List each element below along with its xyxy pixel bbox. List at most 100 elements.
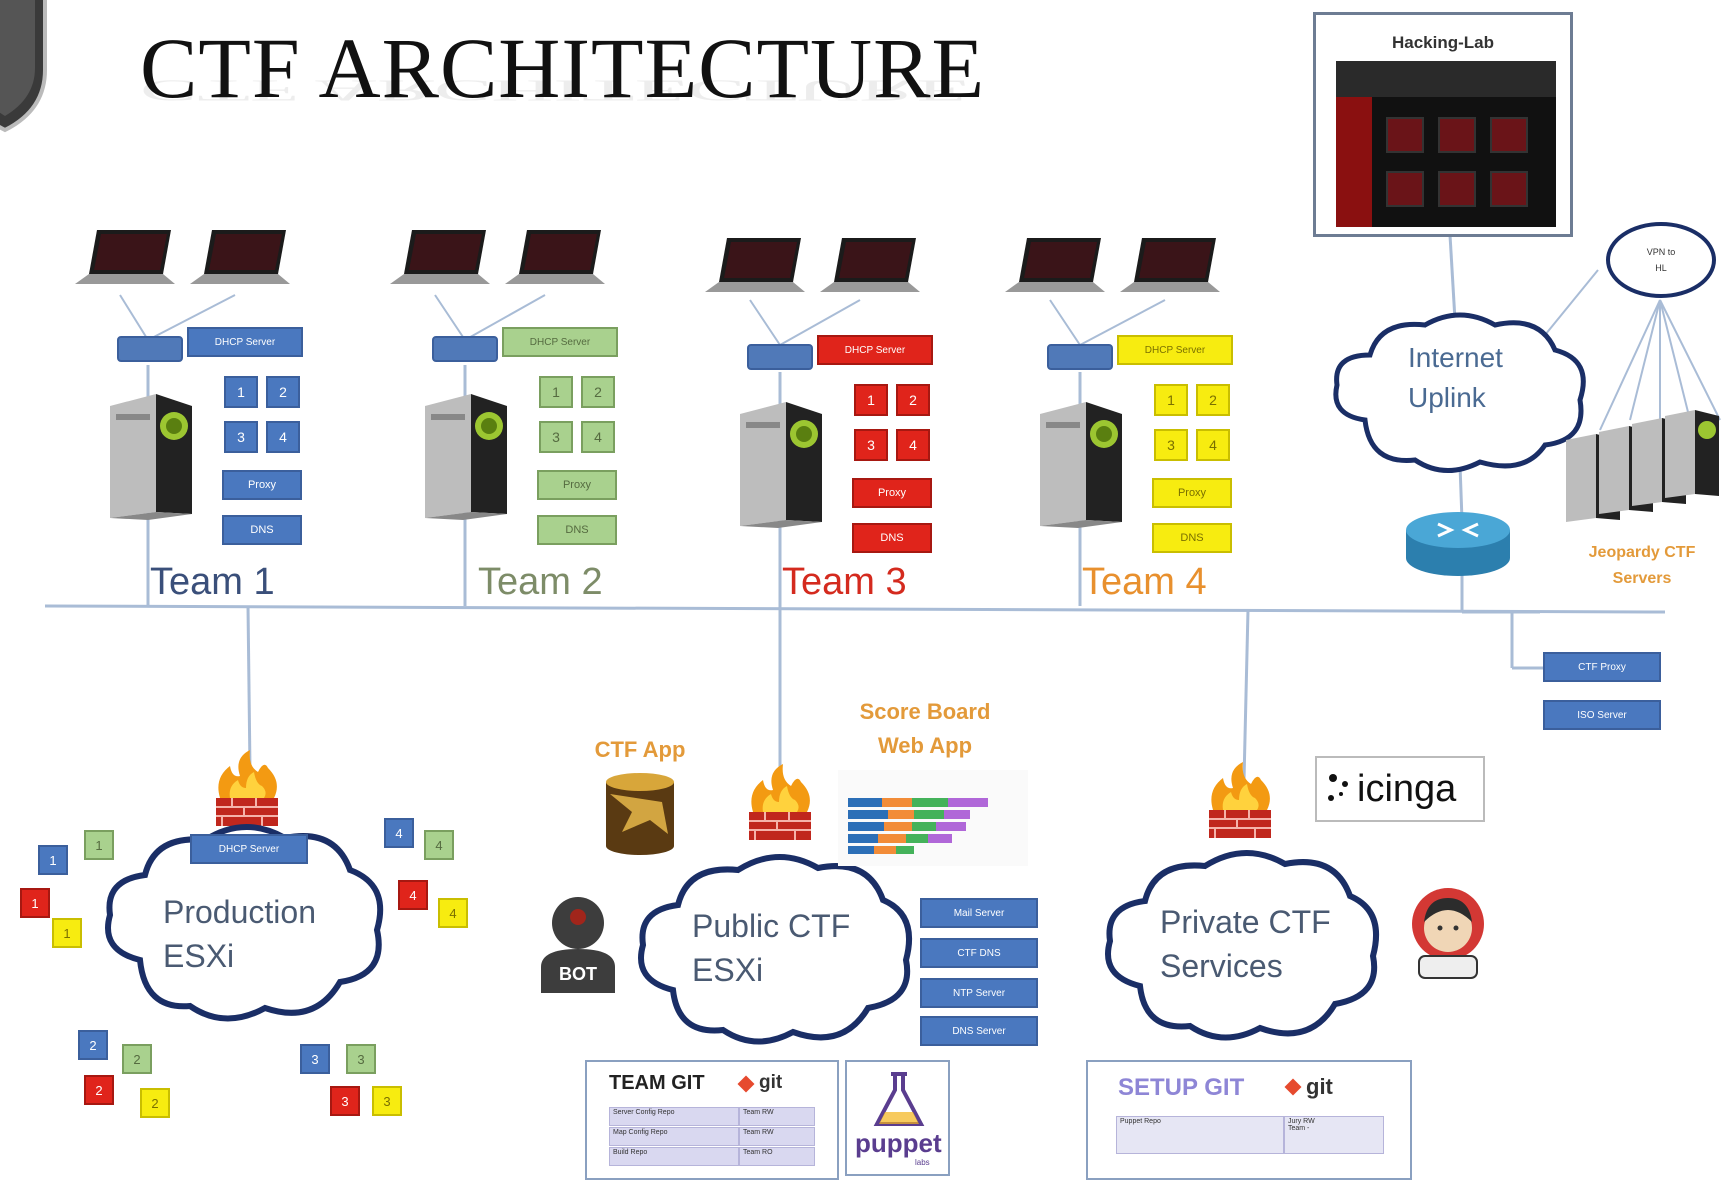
team-proxy-box: Proxy bbox=[1152, 478, 1232, 508]
production-vm-square: 2 bbox=[140, 1088, 170, 1118]
iso-server-box: ISO Server bbox=[1543, 700, 1661, 730]
production-vm-square: 2 bbox=[122, 1044, 152, 1074]
team-vm-square: 3 bbox=[539, 421, 573, 453]
ntp-server-box: NTP Server bbox=[920, 978, 1038, 1008]
team-vm-square: 3 bbox=[224, 421, 258, 453]
firewall-icon bbox=[216, 750, 278, 826]
team-vm-square: 1 bbox=[854, 384, 888, 416]
team-dns-box: DNS bbox=[537, 515, 617, 545]
production-cloud-icon bbox=[105, 824, 384, 1022]
vpn-ellipse: VPN to HL bbox=[1606, 222, 1716, 298]
laptop-icon bbox=[1005, 238, 1105, 292]
internet-line2: Uplink bbox=[1408, 382, 1486, 413]
production-vm-square: 1 bbox=[38, 845, 68, 875]
server-icon bbox=[1665, 410, 1719, 498]
icinga-dots-icon bbox=[1328, 774, 1348, 801]
laptop-icon bbox=[75, 230, 175, 284]
team-vm-square: 3 bbox=[1154, 429, 1188, 461]
setup-git-repo-cell: Puppet Repo bbox=[1116, 1116, 1284, 1154]
hacking-lab-panel: Hacking-Lab bbox=[1313, 12, 1573, 237]
team-vm-square: 4 bbox=[581, 421, 615, 453]
team-label: Team 4 bbox=[1082, 561, 1207, 603]
server-icon bbox=[110, 394, 192, 520]
team-vm-square: 2 bbox=[896, 384, 930, 416]
laptop-icon bbox=[1120, 238, 1220, 292]
internet-cloud-icon bbox=[1333, 312, 1586, 473]
internet-label: Internet Uplink bbox=[1408, 338, 1503, 418]
team-dns-box: DNS bbox=[852, 523, 932, 553]
laptop-icon bbox=[705, 238, 805, 292]
bot-icon bbox=[541, 897, 615, 993]
icinga-text: icinga bbox=[1357, 768, 1457, 810]
server-icon bbox=[1040, 402, 1122, 528]
database-icon bbox=[606, 773, 674, 855]
team-dhcp-box: DHCP Server bbox=[817, 335, 933, 365]
team-dhcp-box: DHCP Server bbox=[187, 327, 303, 357]
jeopardy-label: Jeopardy CTF Servers bbox=[1562, 540, 1722, 592]
jeopardy-line1: Jeopardy CTF bbox=[1588, 544, 1696, 561]
puppet-flask-icon bbox=[873, 1072, 925, 1126]
team-git-access-cell: Team RO bbox=[739, 1147, 815, 1166]
bot-label: BOT bbox=[559, 964, 597, 984]
scoreboard-line1: Score Board bbox=[859, 699, 991, 724]
team-vm-square: 2 bbox=[1196, 384, 1230, 416]
mail-server-box: Mail Server bbox=[920, 898, 1038, 928]
puppet-logo: puppet labs bbox=[845, 1060, 950, 1176]
team-vm-square: 1 bbox=[539, 376, 573, 408]
production-vm-square: 3 bbox=[346, 1044, 376, 1074]
private-ctf-label: Private CTF Services bbox=[1160, 900, 1331, 988]
laptop-icon bbox=[390, 230, 490, 284]
switch-icon bbox=[1047, 344, 1113, 370]
team-vm-square: 4 bbox=[1196, 429, 1230, 461]
public-ctf-cloud-icon bbox=[638, 854, 913, 1045]
public-ctf-line1: Public CTF bbox=[692, 908, 851, 944]
firewall-icon bbox=[1209, 762, 1271, 838]
production-line1: Production bbox=[163, 894, 316, 930]
team-vm-square: 2 bbox=[581, 376, 615, 408]
git-logo-icon bbox=[737, 1075, 755, 1093]
server-icon bbox=[740, 402, 822, 528]
team-git-access-cell: Team RW bbox=[739, 1127, 815, 1146]
switch-icon bbox=[432, 336, 498, 362]
production-label: Production ESXi bbox=[163, 890, 316, 978]
production-vm-square: 3 bbox=[300, 1044, 330, 1074]
setup-git-title: SETUP GIT bbox=[1118, 1074, 1245, 1101]
production-vm-square: 2 bbox=[78, 1030, 108, 1060]
team-vm-square: 4 bbox=[896, 429, 930, 461]
team-dns-box: DNS bbox=[222, 515, 302, 545]
private-ctf-line1: Private CTF bbox=[1160, 904, 1331, 940]
server-icon bbox=[425, 394, 507, 520]
production-vm-square: 2 bbox=[84, 1075, 114, 1105]
hacking-lab-screenshot bbox=[1336, 61, 1556, 227]
vpn-line1: VPN to bbox=[1646, 247, 1676, 257]
team-proxy-box: Proxy bbox=[537, 470, 617, 500]
ctf-dns-box: CTF DNS bbox=[920, 938, 1038, 968]
team-vm-square: 1 bbox=[1154, 384, 1188, 416]
internet-line1: Internet bbox=[1408, 342, 1503, 373]
jenkins-icon bbox=[1412, 888, 1484, 979]
team-git-git: git bbox=[759, 1072, 783, 1093]
team-label: Team 1 bbox=[150, 561, 275, 603]
vpn-line2: HL bbox=[1655, 263, 1667, 273]
public-ctf-label: Public CTF ESXi bbox=[692, 904, 850, 992]
private-ctf-cloud-icon bbox=[1105, 850, 1380, 1041]
production-vm-square: 4 bbox=[398, 880, 428, 910]
ctf-app-label: CTF App bbox=[594, 737, 686, 762]
laptop-icon bbox=[190, 230, 290, 284]
switch-icon bbox=[747, 344, 813, 370]
team-git-title: TEAM GIT bbox=[609, 1072, 705, 1094]
switch-icon bbox=[117, 336, 183, 362]
team-label: Team 2 bbox=[478, 561, 603, 603]
team-vm-square: 3 bbox=[854, 429, 888, 461]
production-vm-square: 4 bbox=[424, 830, 454, 860]
puppet-label: puppet bbox=[855, 1128, 942, 1158]
team-vm-square: 1 bbox=[224, 376, 258, 408]
production-vm-square: 1 bbox=[20, 888, 50, 918]
production-vm-square: 4 bbox=[384, 818, 414, 848]
team-vm-square: 4 bbox=[266, 421, 300, 453]
puppet-sub: labs bbox=[915, 1158, 930, 1167]
scoreboard-line2: Web App bbox=[877, 733, 973, 758]
production-dhcp-box: DHCP Server bbox=[190, 834, 308, 864]
shield-logo-icon bbox=[0, 0, 47, 133]
